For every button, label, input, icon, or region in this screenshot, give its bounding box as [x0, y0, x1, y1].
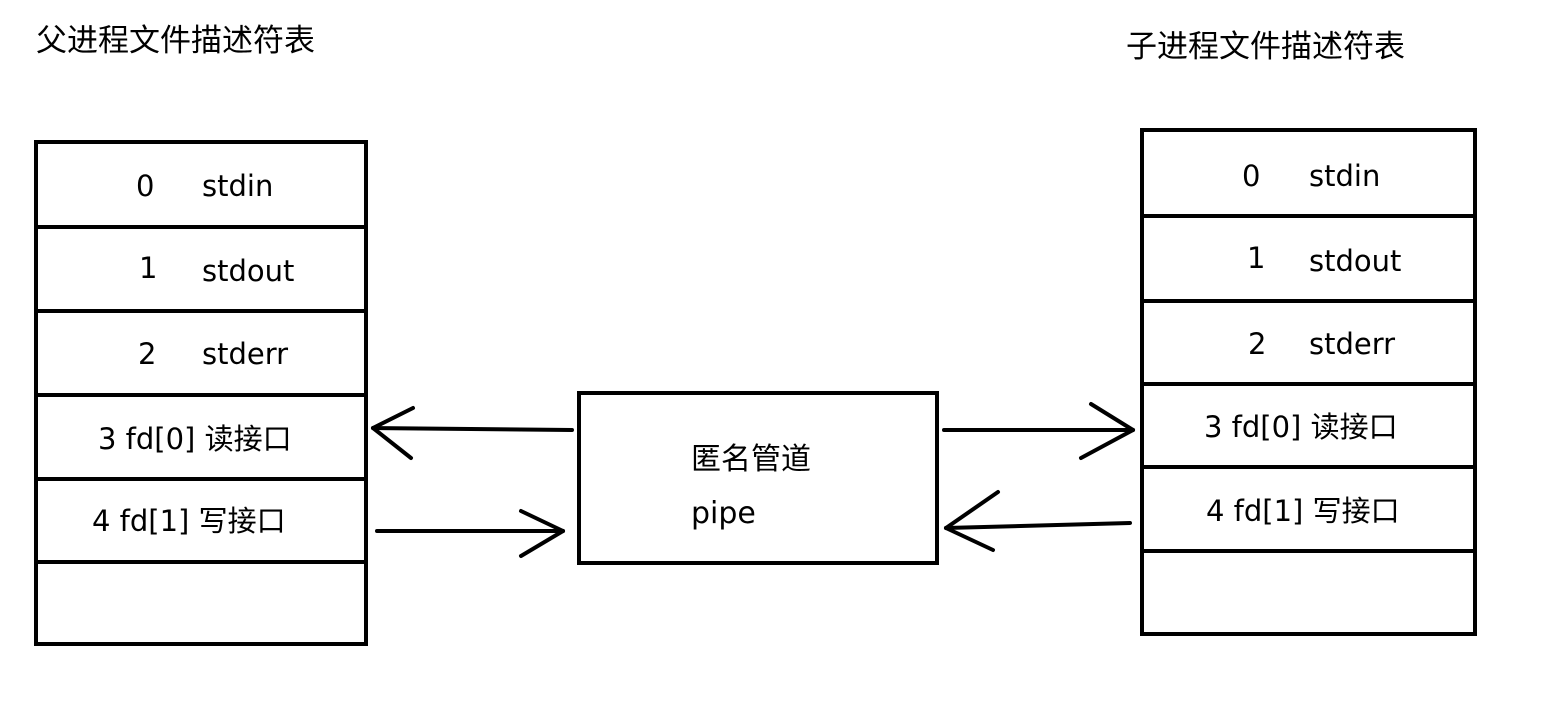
parent-fd-label: 3 fd[0] 读接口: [98, 422, 292, 456]
child-fd-table: 0 stdin 1 stdout 2 stderr 3 fd[0] 读接口 4 …: [1140, 128, 1477, 636]
pipe-sub-label: pipe: [691, 496, 756, 531]
parent-fd-number: 0: [136, 169, 155, 203]
arrow-parent-write-to-pipe: [375, 509, 565, 558]
parent-fd-row-2: 2 stderr: [38, 313, 364, 397]
parent-fd-table: 0 stdin 1 stdout 2 stderr 3 fd[0] 读接口 4 …: [34, 140, 368, 646]
child-fd-row-0: 0 stdin: [1144, 132, 1473, 218]
anonymous-pipe-box: 匿名管道 pipe: [577, 391, 939, 565]
parent-fd-name: stdin: [202, 169, 274, 203]
child-fd-row-empty: [1144, 553, 1473, 636]
child-fd-row-1: 1 stdout: [1144, 218, 1473, 303]
parent-fd-name: stderr: [202, 337, 289, 371]
child-table-title: 子进程文件描述符表: [1126, 29, 1405, 65]
child-fd-row-2: 2 stderr: [1144, 303, 1473, 386]
parent-fd-row-1: 1 stdout: [38, 229, 364, 313]
child-fd-row-4: 4 fd[1] 写接口: [1144, 469, 1473, 553]
arrow-pipe-to-child-read: [942, 402, 1135, 460]
parent-fd-row-empty: [38, 564, 364, 646]
parent-fd-number: 1: [139, 251, 158, 285]
arrow-pipe-to-parent-read: [371, 406, 574, 460]
parent-fd-label: 4 fd[1] 写接口: [92, 504, 286, 538]
child-fd-row-3: 3 fd[0] 读接口: [1144, 386, 1473, 469]
child-fd-label: 3 fd[0] 读接口: [1204, 410, 1398, 444]
child-fd-label: 4 fd[1] 写接口: [1206, 494, 1400, 528]
child-fd-number: 1: [1247, 241, 1266, 275]
child-fd-name: stdin: [1309, 159, 1381, 193]
parent-table-title: 父进程文件描述符表: [36, 23, 315, 59]
arrow-child-write-to-pipe: [944, 490, 1132, 552]
child-fd-number: 2: [1248, 327, 1267, 361]
child-fd-name: stderr: [1309, 327, 1396, 361]
parent-fd-row-4: 4 fd[1] 写接口: [38, 481, 364, 564]
parent-fd-row-3: 3 fd[0] 读接口: [38, 397, 364, 481]
parent-fd-number: 2: [138, 337, 157, 371]
child-fd-name: stdout: [1309, 244, 1402, 278]
pipe-name-label: 匿名管道: [691, 442, 811, 477]
child-fd-number: 0: [1242, 159, 1261, 193]
parent-fd-row-0: 0 stdin: [38, 144, 364, 229]
parent-fd-name: stdout: [202, 254, 295, 288]
